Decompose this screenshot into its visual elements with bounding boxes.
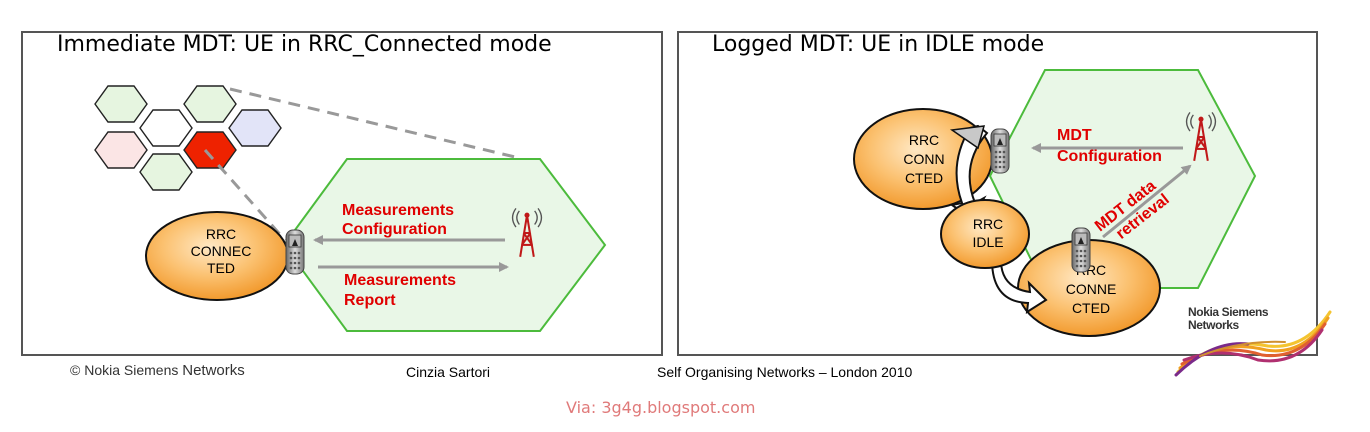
transition-arrow-to-connected — [990, 261, 1048, 314]
cell — [94, 85, 148, 123]
node-label-line: RRC — [206, 226, 236, 242]
node-label-line: CONNEC — [191, 243, 252, 259]
mdt-retrieval-arrow — [1102, 164, 1192, 239]
copyright-brand: Networks — [182, 362, 245, 379]
cell-serving — [183, 131, 237, 169]
node-label-line: TED — [207, 260, 235, 276]
copyright-notice: © Nokia Siemens Networks — [70, 362, 245, 379]
node-label-line: CTED — [1072, 300, 1110, 316]
mdt-configuration-label: Configuration — [1057, 148, 1162, 165]
nokia-siemens-logo: Nokia Siemens Networks — [1188, 305, 1269, 332]
logo-text-line: Networks — [1188, 318, 1239, 332]
logo-text-line: Nokia Siemens — [1188, 305, 1269, 319]
arrow-head-shade — [949, 125, 986, 150]
event-name: Self Organising Networks – London 2010 — [657, 364, 913, 380]
mobile-phone-icon — [1071, 227, 1091, 273]
rrc-connected-node-bottom: RRC CONNE CTED — [1017, 239, 1161, 337]
node-label-line: IDLE — [972, 234, 1003, 250]
nokia-siemens-logo-swoosh — [1174, 310, 1332, 377]
cell — [139, 109, 193, 147]
mobile-phone-icon — [285, 229, 305, 275]
right-panel-title: Logged MDT: UE in IDLE mode — [712, 32, 1045, 57]
cell — [183, 85, 237, 123]
cell — [139, 153, 193, 191]
left-panel-title: Immediate MDT: UE in RRC_Connected mode — [57, 32, 552, 57]
node-label-line: RRC — [973, 216, 1003, 232]
zoom-lines — [203, 87, 516, 241]
measurements-configuration-label: Measurements — [342, 202, 454, 219]
mobile-phone-icon — [990, 128, 1010, 174]
measurements-report-label: Report — [344, 292, 396, 309]
mdt-configuration-label: MDT — [1057, 127, 1092, 144]
coverage-hexagon — [282, 158, 607, 332]
cell-grid — [94, 85, 282, 191]
rrc-connected-node: RRC CONNEC TED — [145, 211, 289, 301]
cell — [94, 131, 148, 169]
measurements-report-label: Measurements — [344, 272, 456, 289]
measurements-configuration-label: Configuration — [342, 221, 447, 238]
node-label-line: CONNE — [1066, 281, 1117, 297]
copyright-text: © Nokia Siemens — [70, 362, 179, 378]
node-label-line: RRC — [909, 132, 939, 148]
node-label-line: CONN — [903, 151, 944, 167]
rrc-idle-node: RRC IDLE — [940, 199, 1030, 269]
source-credit: Via: 3g4g.blogspot.com — [566, 398, 756, 417]
cell — [228, 109, 282, 147]
node-label-line: CTED — [905, 170, 943, 186]
author-name: Cinzia Sartori — [406, 364, 491, 380]
